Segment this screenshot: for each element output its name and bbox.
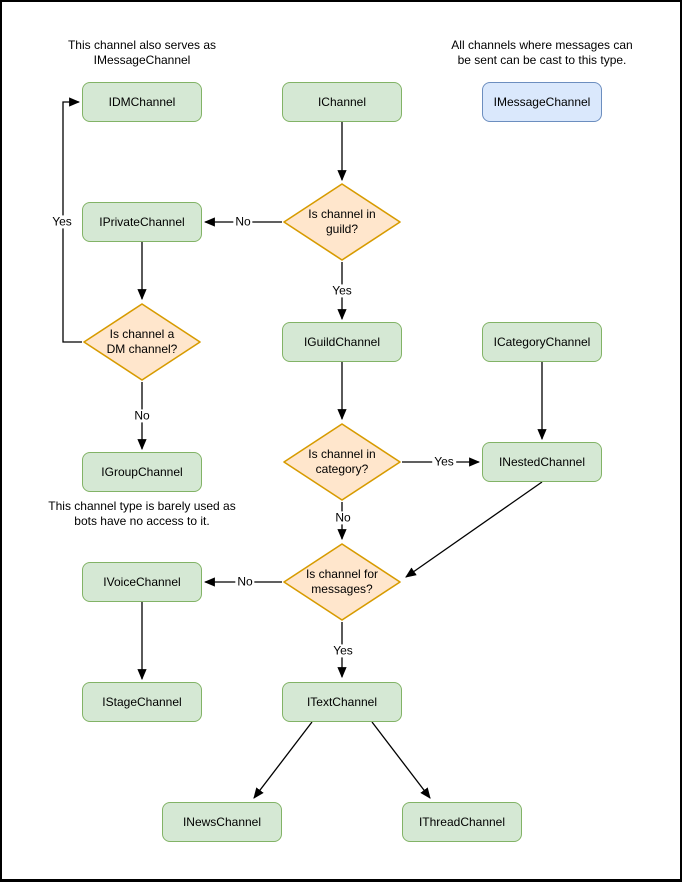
node-ithreadchannel: IThreadChannel [402,802,522,842]
decision-label: Is channel in guild? [308,207,376,236]
decision-label: Is channel a DM channel? [106,327,178,356]
note-imessagechannel-cast: All channels where messages can be sent … [451,38,633,67]
decision-is-channel-in-guild: Is channel in guild? [282,182,402,262]
note-idmchannel-serves-imessagechannel: This channel also serves as IMessageChan… [67,38,217,67]
edge-label-yes-category: Yes [432,454,456,469]
diamond-shape [83,303,201,381]
node-ichannel: IChannel [282,82,402,122]
node-inestedchannel: INestedChannel [482,442,602,482]
node-imessagechannel: IMessageChannel [482,82,602,122]
edge-label-yes-messages: Yes [331,643,355,658]
node-ivoicechannel: IVoiceChannel [82,562,202,602]
node-itextchannel: ITextChannel [282,682,402,722]
node-iprivatechannel: IPrivateChannel [82,202,202,242]
edge-label-no-dm: No [132,408,152,423]
decision-is-channel-in-category: Is channel in category? [282,422,402,502]
edge-itextchannel-to-inewschannel [253,721,313,799]
node-icategorychannel: ICategoryChannel [482,322,602,362]
edge-inestedchannel-to-messages-decision [405,481,543,578]
edge-itextchannel-to-ithreadchannel [371,721,431,799]
diamond-shape [283,543,401,621]
diamond-shape [283,423,401,501]
decision-label: Is channel in category? [308,447,376,476]
decision-is-channel-a-dm-channel: Is channel a DM channel? [82,302,202,382]
node-igroupchannel: IGroupChannel [82,452,202,492]
decision-label: Is channel for messages? [305,567,379,596]
decision-is-channel-for-messages: Is channel for messages? [282,542,402,622]
node-istagechannel: IStageChannel [82,682,202,722]
node-iguildchannel: IGuildChannel [282,322,402,362]
edge-label-no-messages: No [235,574,255,589]
edge-label-yes-dm-loop: Yes [50,214,74,229]
edge-label-yes-guild: Yes [330,283,354,298]
note-igroupchannel-barely-used: This channel type is barely used as bots… [48,499,236,528]
node-inewschannel: INewsChannel [162,802,282,842]
node-idmchannel: IDMChannel [82,82,202,122]
edge-label-no-category: No [333,510,353,525]
edge-label-no-guild: No [233,214,253,229]
diamond-shape [283,183,401,261]
